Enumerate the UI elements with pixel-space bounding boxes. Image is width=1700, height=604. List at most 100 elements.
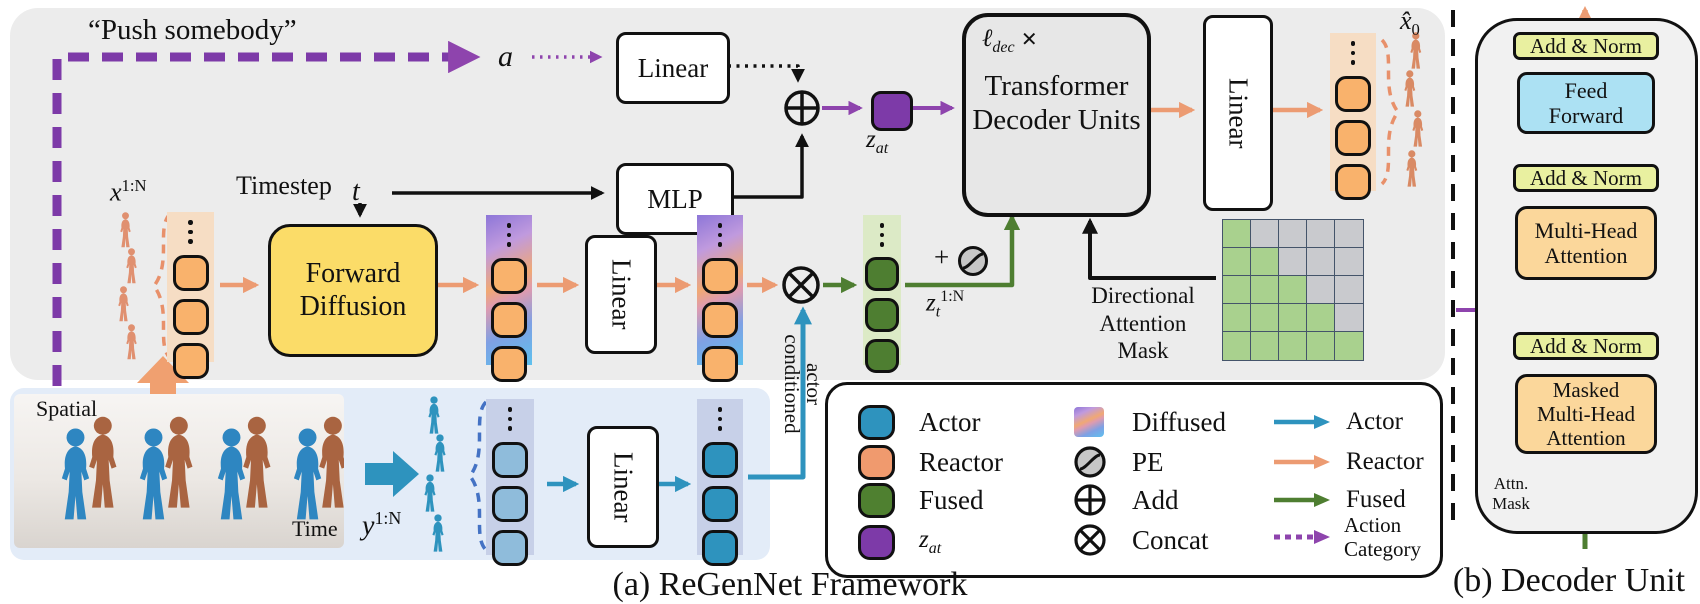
legend-row-actor-token: Actor — [858, 403, 980, 441]
diffused-reactor-token — [702, 301, 738, 338]
fused-token-column — [863, 215, 901, 373]
mask-cell — [1250, 247, 1280, 277]
fused-token-icon — [858, 482, 895, 518]
mlp-box: MLP — [616, 163, 734, 235]
mask-cell — [1250, 219, 1280, 249]
fused-token — [865, 297, 899, 332]
diffused-token-column-1 — [486, 215, 532, 382]
timestep-variable: t — [352, 176, 360, 207]
mask-cell — [1250, 275, 1280, 305]
mask-cell — [1222, 275, 1252, 305]
add-circle-icon — [1074, 484, 1106, 516]
generated-reaction-frames-image — [1404, 32, 1424, 187]
output-reactor-token — [1335, 163, 1371, 200]
feed-forward-block: Feed Forward — [1517, 72, 1655, 134]
actor-token — [702, 529, 738, 566]
diffused-reactor-token — [491, 301, 527, 338]
legend-row-fused-token: Fused — [858, 481, 984, 519]
actor-frames-image — [424, 396, 446, 552]
reactor-token — [172, 298, 209, 335]
mask-cell — [1222, 331, 1252, 361]
legend-row-fused-arrow: Fused — [1272, 481, 1406, 519]
multi-head-attention-block: Multi-Head Attention — [1515, 206, 1657, 280]
legend-row-diffused: Diffused — [1074, 403, 1226, 441]
attn-mask-label: Attn. Mask — [1492, 474, 1530, 513]
actor-token-light — [492, 529, 528, 566]
actor-token-column-2 — [697, 399, 743, 566]
reactor-token — [172, 342, 209, 379]
attention-mask-grid — [1222, 219, 1364, 361]
mask-cell — [1306, 247, 1336, 277]
actor-conditioned-label: actor conditioned — [779, 334, 826, 434]
directional-attention-mask-label: Directional Attention Mask — [1091, 283, 1195, 364]
output-reactor-token — [1335, 75, 1371, 112]
diffused-reactor-token — [491, 345, 527, 382]
diffused-reactor-token — [702, 257, 738, 294]
actor-token-light — [492, 485, 528, 522]
add-norm-block-2: Add & Norm — [1513, 164, 1659, 192]
output-reactor-token — [1335, 119, 1371, 156]
mask-cell — [1278, 219, 1308, 249]
timestep-label: Timestep — [236, 171, 332, 200]
diffused-reactor-token — [491, 257, 527, 294]
actor-token-light — [492, 441, 528, 478]
zat-label: zat — [866, 126, 889, 157]
legend-row-add: Add — [1072, 481, 1179, 519]
mask-cell — [1278, 247, 1308, 277]
mask-cell — [1334, 247, 1364, 277]
zat-token — [871, 91, 913, 131]
actor-token-icon — [858, 404, 895, 440]
ellipsis-dots — [717, 220, 723, 250]
mask-cell — [1306, 331, 1336, 361]
xhat-label: x̂0 — [1400, 6, 1420, 40]
forward-diffusion-box: Forward Diffusion — [268, 224, 438, 357]
mask-cell — [1334, 275, 1364, 305]
output-token-column — [1330, 33, 1376, 200]
mask-cell — [1306, 275, 1336, 305]
mask-cell — [1250, 331, 1280, 361]
add-norm-block-3: Add & Norm — [1513, 332, 1659, 360]
ellipsis-dots — [717, 404, 723, 434]
action-variable: a — [498, 40, 513, 73]
reactor-frames-image — [118, 212, 137, 360]
zat-token-icon — [858, 524, 895, 560]
mask-cell — [1250, 303, 1280, 333]
ellipsis-dots — [1350, 38, 1356, 68]
ellipsis-dots — [879, 220, 885, 250]
mask-cell — [1306, 219, 1336, 249]
mask-cell — [1306, 303, 1336, 333]
reactor-token-column — [167, 212, 214, 379]
actor-token — [702, 441, 738, 478]
mask-cell — [1222, 247, 1252, 277]
actor-arrow-icon — [1274, 415, 1330, 429]
mask-cell — [1278, 303, 1308, 333]
fused-arrow-icon — [1274, 493, 1330, 507]
caption-decoder-unit: (b) Decoder Unit — [1452, 562, 1686, 599]
diffused-gradient-icon — [1074, 407, 1104, 437]
legend-row-action-category-arrow: Action Category — [1272, 513, 1444, 561]
action-text: “Push somebody” — [88, 14, 297, 46]
y-sequence-label: y1:N — [362, 508, 402, 542]
zt-label: zt1:N — [926, 288, 965, 321]
add-norm-block-1: Add & Norm — [1513, 32, 1659, 60]
x-sequence-label: x1:N — [110, 176, 147, 207]
actor-token — [702, 485, 738, 522]
masked-multi-head-attention-block: Masked Multi-Head Attention — [1515, 374, 1657, 454]
time-axis-label: Time — [292, 516, 338, 541]
legend-row-zat-token: zat — [858, 523, 941, 561]
legend-row-reactor-arrow: Reactor — [1272, 443, 1424, 481]
positional-encoding-icon — [1074, 446, 1106, 478]
mask-cell — [1278, 331, 1308, 361]
reactor-arrow-icon — [1274, 455, 1330, 469]
linear-box-actor: Linear — [587, 426, 659, 548]
ellipsis-dots — [506, 220, 512, 250]
mask-cell — [1334, 303, 1364, 333]
diffused-reactor-token — [702, 345, 738, 382]
interaction-sequence-image — [14, 394, 344, 548]
action-category-arrow-icon — [1274, 530, 1330, 544]
reactor-token — [172, 254, 209, 291]
mask-cell — [1222, 219, 1252, 249]
fused-token — [865, 338, 899, 373]
mask-cell — [1278, 275, 1308, 305]
